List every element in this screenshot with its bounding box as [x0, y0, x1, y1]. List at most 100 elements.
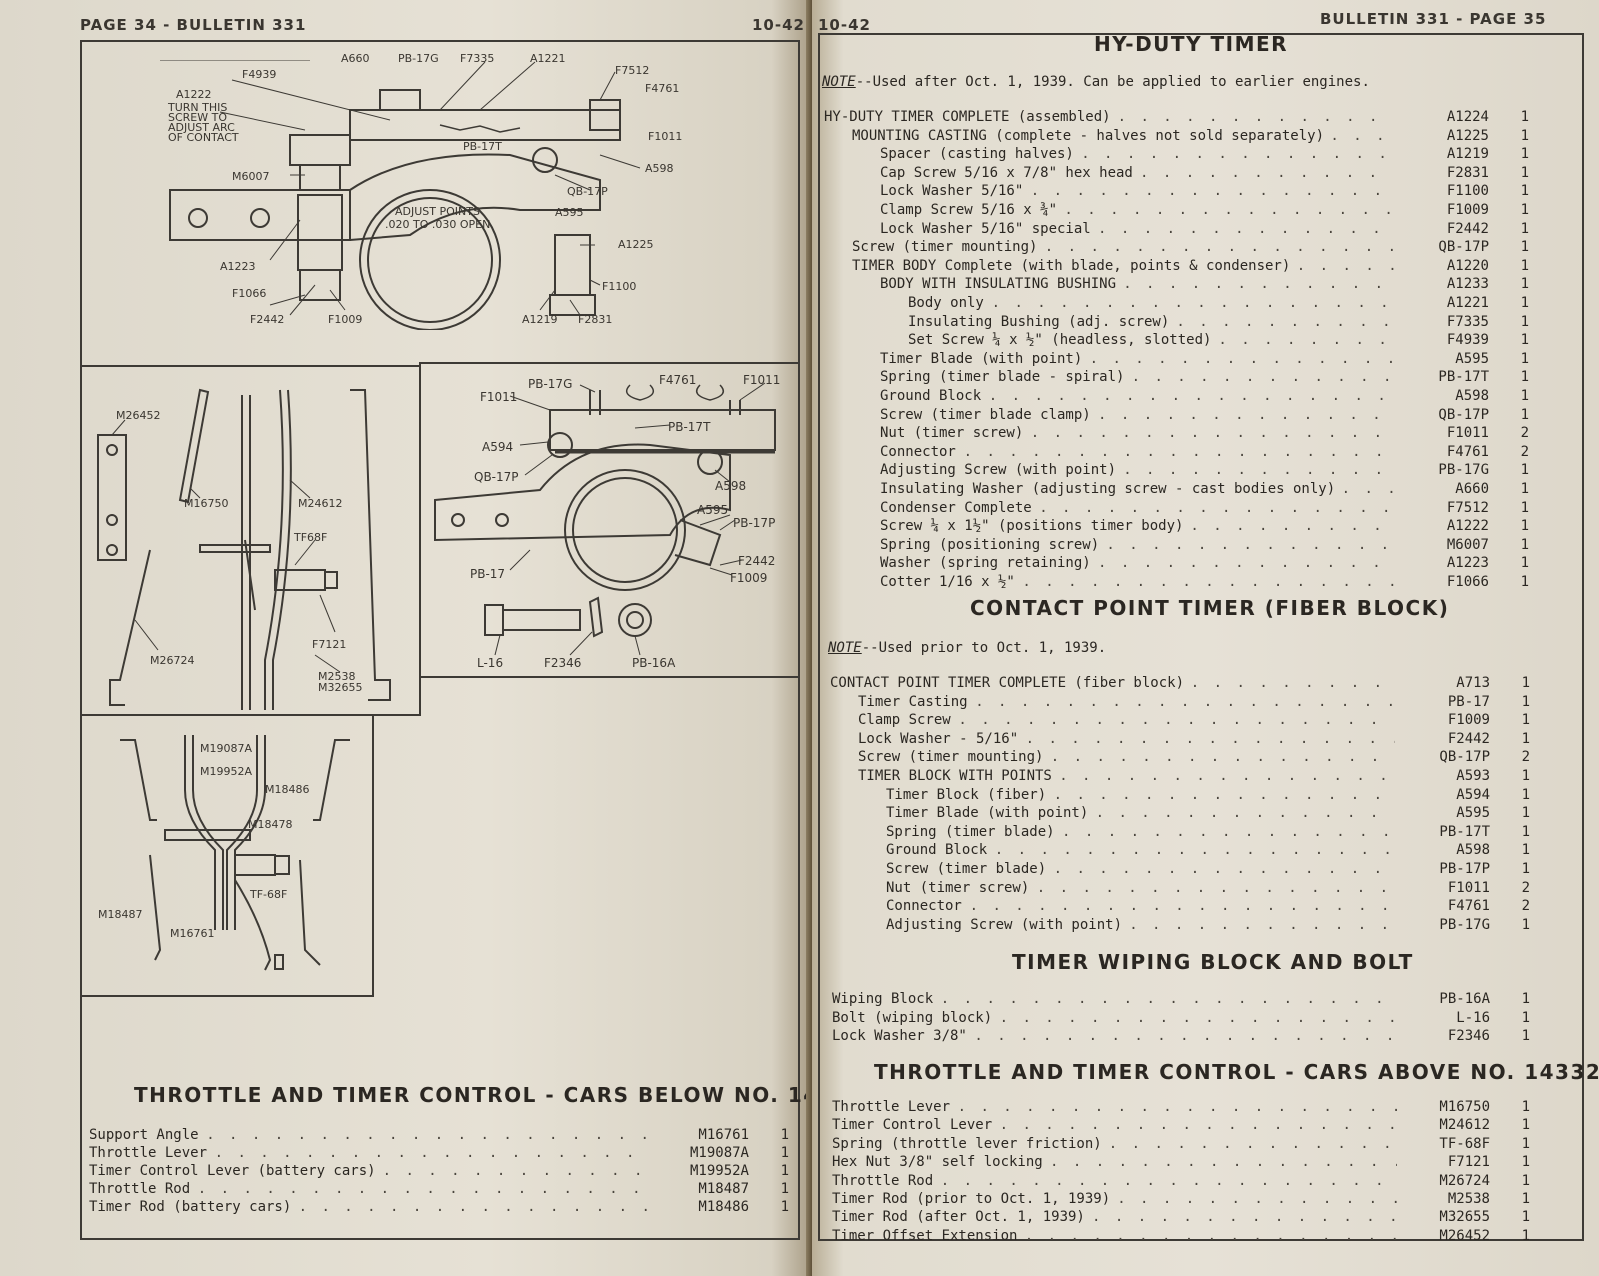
- callout-label: OF CONTACT: [168, 131, 239, 144]
- figure-battery-levers-box: [80, 714, 374, 997]
- callout-label: M32655: [318, 681, 363, 694]
- part-number: M24612: [1439, 1117, 1490, 1134]
- part-row: Lock Washer - 5/16" . . . . . . . . . . .…: [830, 730, 1530, 748]
- callout-label: PB-17: [470, 567, 506, 581]
- callout-label: A595: [555, 206, 584, 219]
- part-description: Timer Control Lever: [832, 1117, 993, 1134]
- part-description: HY-DUTY TIMER COMPLETE (assembled): [824, 109, 1111, 125]
- left-corner-code: 10-42: [752, 16, 805, 34]
- right-page-frame: [818, 33, 1584, 1241]
- part-quantity: 1: [1520, 239, 1529, 256]
- part-row: Nut (timer screw). . . . . . . . . . . .…: [830, 879, 1530, 897]
- callout-label: A1225: [618, 238, 654, 251]
- note-contact-point-timer: NOTE--Used prior to Oct. 1, 1939.: [828, 640, 1106, 656]
- part-row: Cotter 1/16 x ½". . . . . . . . . . . . …: [824, 573, 1529, 591]
- leader-dots: . . . . . . . . . . . . . . . . . . . . …: [1025, 730, 1395, 747]
- leader-dots: . . . . . . . . . . . . . . . . . . . . …: [940, 1172, 1397, 1189]
- callout-label: M19087A: [200, 742, 253, 755]
- part-row: Ground Block . . . . . . . . . . . . . . …: [830, 841, 1530, 859]
- part-description: Hex Nut 3/8" self locking: [832, 1154, 1043, 1171]
- part-row: Throttle Rod. . . . . . . . . . . . . . …: [832, 1172, 1530, 1190]
- part-description: Screw (timer mounting): [852, 239, 1038, 256]
- part-row: Throttle Rod. . . . . . . . . . . . . . …: [89, 1180, 789, 1198]
- part-number: A1219: [1446, 146, 1489, 163]
- part-description: Set Screw ¼ x ½" (headless, slotted): [908, 332, 1212, 349]
- part-number: F1066: [1446, 574, 1489, 590]
- callout-label: TF-68F: [250, 888, 288, 901]
- part-number: F2346: [1447, 1028, 1490, 1045]
- callout-label: PB-17T: [463, 140, 502, 153]
- leader-dots: . . . . . . . . . . . . . . . . . . . . …: [994, 842, 1395, 859]
- part-quantity: 1: [1521, 805, 1530, 822]
- part-number: A1223: [1446, 555, 1489, 572]
- part-quantity: 1: [1520, 388, 1529, 404]
- leader-dots: . . . . . . . . . . . . . . . . . . . . …: [1176, 313, 1394, 330]
- part-row: Wiping Block. . . . . . . . . . . . . . …: [832, 990, 1530, 1008]
- leader-dots: . . . . . . . . . . . . . . . . . . . . …: [991, 295, 1394, 311]
- part-row: Clamp Screw. . . . . . . . . . . . . . .…: [830, 711, 1530, 729]
- part-row: Timer Control Lever. . . . . . . . . . .…: [832, 1116, 1530, 1134]
- callout-label: PB-17G: [398, 52, 439, 65]
- part-number: M16761: [698, 1127, 749, 1143]
- part-description: Lock Washer - 5/16": [858, 730, 1019, 747]
- part-number: M19087A: [689, 1145, 749, 1161]
- part-row: Throttle Lever. . . . . . . . . . . . . …: [832, 1098, 1530, 1116]
- leader-dots: . . . . . . . . . . . . . . . . . . . . …: [1218, 332, 1394, 349]
- part-quantity: 1: [1520, 295, 1529, 311]
- part-number: F4939: [1446, 332, 1489, 349]
- part-number: A594: [1456, 786, 1490, 803]
- part-row: Connector. . . . . . . . . . . . . . . .…: [830, 897, 1530, 915]
- part-description: Spacer (casting halves): [880, 146, 1074, 163]
- part-quantity: 2: [1521, 898, 1530, 915]
- part-quantity: 1: [1521, 786, 1530, 803]
- callout-label: F4761: [659, 373, 697, 387]
- right-corner-code: 10-42: [818, 16, 871, 34]
- throttle-levers-drawing: [97, 388, 391, 710]
- leader-dots: . . . . . . . . . . . . . . . . . . . . …: [988, 388, 1394, 404]
- part-row: Nut (timer screw). . . . . . . . . . . .…: [824, 424, 1529, 442]
- part-description: Throttle Lever: [89, 1145, 208, 1161]
- part-row: Screw (timer blade clamp). . . . . . . .…: [824, 406, 1529, 424]
- leader-dots: . . . . . . . . . . . . . . . . . . . . …: [1098, 406, 1394, 423]
- part-description: Support Angle: [89, 1127, 199, 1143]
- callout-label: QB-17P: [474, 470, 519, 484]
- part-quantity: 1: [1521, 842, 1530, 859]
- leader-dots: . . . . . . . . . . . . . . . . . . . . …: [1081, 146, 1394, 163]
- part-description: Condenser Complete: [880, 499, 1032, 516]
- leader-dots: . . . . . . . . . . . . . . . . . . . . …: [1117, 109, 1394, 125]
- part-number: PB-17T: [1439, 823, 1490, 840]
- leader-dots: . . . . . . . . . . . . . . . . . . . . …: [957, 1099, 1397, 1115]
- leader-dots: . . . . . . . . . . . . . . . . . . . . …: [975, 693, 1395, 710]
- part-number: F7121: [1447, 1154, 1490, 1171]
- part-quantity: 1: [1521, 991, 1530, 1007]
- contact-point-timer-drawing: [434, 382, 776, 656]
- leader-dots: . . . . . . . . . . . . . . . . . . . . …: [1024, 1227, 1397, 1244]
- part-description: Nut (timer screw): [886, 879, 1030, 896]
- part-description: Ground Block: [886, 842, 988, 859]
- part-quantity: 1: [1521, 1154, 1530, 1171]
- part-quantity: 1: [1521, 1172, 1530, 1189]
- part-number: F7512: [1446, 499, 1489, 516]
- callout-label: F1066: [232, 287, 267, 300]
- part-row: CONTACT POINT TIMER COMPLETE (fiber bloc…: [830, 674, 1530, 692]
- part-quantity: 1: [1520, 536, 1529, 553]
- part-number: M6007: [1446, 536, 1489, 553]
- part-description: Connector: [886, 898, 962, 915]
- callout-label: PB-17P: [733, 516, 776, 530]
- leader-dots: . . . . . . . . . . . . . . . . . . . . …: [382, 1163, 649, 1179]
- callout-label: A1219: [522, 313, 558, 326]
- callout-label: M16761: [170, 927, 215, 940]
- part-number: PB-16A: [1439, 991, 1490, 1007]
- part-quantity: 1: [1521, 1209, 1530, 1226]
- part-number: PB-17: [1447, 693, 1490, 710]
- part-description: Timer Control Lever (battery cars): [89, 1163, 376, 1179]
- part-description: TIMER BLOCK WITH POINTS: [858, 768, 1052, 784]
- part-row: Set Screw ¼ x ½" (headless, slotted) . . …: [824, 331, 1529, 349]
- leader-dots: . . . . . . . . . . . . . . . . . . . . …: [298, 1199, 649, 1215]
- note-hy-duty-timer: NOTE--Used after Oct. 1, 1939. Can be ap…: [822, 74, 1370, 90]
- leader-dots: . . . . . . . . . . . . . . . . . . . . …: [999, 1009, 1397, 1026]
- part-description: Timer Blade (with point): [886, 805, 1089, 822]
- part-description: Spring (timer blade): [886, 823, 1055, 840]
- section-title-cars-above: THROTTLE AND TIMER CONTROL - CARS ABOVE …: [874, 1060, 1599, 1084]
